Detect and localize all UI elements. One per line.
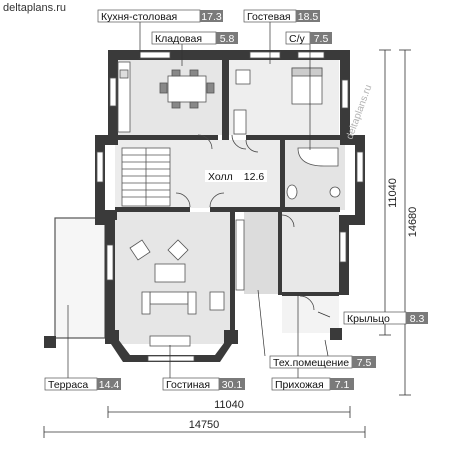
staircase (121, 147, 171, 207)
partition-guest-hall (246, 135, 340, 140)
armchair-right (167, 239, 189, 261)
room-area-hall: 12.6 (244, 171, 265, 183)
room-name-porch: Крыльцо (347, 313, 390, 325)
west-jog (95, 135, 118, 145)
partition-kitchen-guest (222, 60, 229, 140)
kitchen-counter (117, 61, 131, 133)
coffee-table (154, 263, 186, 283)
room-label-hall: Холл 12.6 (205, 170, 267, 183)
partition-kitchen-hall (118, 135, 218, 140)
room-area-pantry: 5.8 (220, 33, 235, 45)
terrace-floor (54, 217, 106, 339)
room-label-entrance: Прихожая 7.1 (271, 377, 354, 391)
bay-bench (149, 335, 191, 347)
tv-stand (209, 291, 225, 311)
room-area-terrace: 14.4 (99, 379, 120, 391)
guest-desk (235, 69, 251, 85)
room-name-wc: С/у (289, 33, 306, 45)
room-label-terrace: Терраса 14.4 (44, 377, 121, 391)
windows (96, 51, 364, 362)
room-area-tech: 7.5 (357, 357, 372, 369)
partition-entrance-porch (282, 292, 339, 296)
doors (175, 134, 315, 311)
dining-table (167, 75, 207, 103)
east-jog-2 (340, 215, 365, 225)
room-name-living: Гостиная (166, 379, 210, 391)
sofa-back (149, 291, 189, 305)
room-area-porch: 8.3 (410, 313, 425, 325)
partition-hall-living-a (115, 207, 190, 212)
room-name-hall: Холл (208, 171, 233, 183)
room-name-pantry: Кладовая (155, 33, 202, 45)
leader-lines (67, 22, 331, 378)
room-area-living: 30.1 (222, 379, 243, 391)
room-area-guest: 18.5 (298, 11, 319, 23)
room-label-porch: Крыльцо 8.3 (343, 311, 428, 325)
partition-living-tech (230, 212, 235, 342)
room-area-kitchen: 17.3 (201, 11, 222, 23)
north-wall (108, 50, 350, 60)
room-name-kitchen: Кухня-столовая (101, 11, 177, 23)
furniture (117, 61, 341, 347)
living-bay-wall (105, 335, 238, 362)
bathtub (297, 147, 339, 167)
column-right (224, 330, 238, 344)
room-name-terrace: Терраса (48, 379, 88, 391)
room-label-kitchen: Кухня-столовая 17.3 (97, 9, 223, 23)
room-label-tech: Тех.помещение 7.5 (269, 355, 376, 369)
dim-right-outer: 14680 (407, 207, 419, 238)
armchair-left (129, 239, 151, 261)
room-label-wc: С/у 7.5 (285, 31, 332, 45)
room-area-entrance: 7.1 (335, 379, 350, 391)
site-header: deltaplans.ru (3, 2, 66, 14)
porch-column (330, 328, 342, 340)
dim-right-inner: 11040 (387, 178, 399, 208)
tech-floor (244, 212, 280, 294)
column-left (105, 330, 119, 344)
sink (329, 186, 341, 198)
partition-hall-living-b (210, 207, 340, 212)
room-name-tech: Тех.помещение (273, 357, 349, 369)
room-label-living: Гостиная 30.1 (162, 377, 245, 391)
partition-tech-entrance (278, 212, 282, 295)
room-label-guest: Гостевая 18.5 (243, 9, 320, 23)
room-name-guest: Гостевая (247, 11, 291, 23)
dimension-lines (43, 49, 411, 438)
room-area-wc: 7.5 (314, 33, 329, 45)
room-label-pantry: Кладовая 5.8 (151, 31, 238, 45)
east-jog (340, 135, 365, 145)
room-name-entrance: Прихожая (275, 379, 324, 391)
terrace-column (44, 336, 56, 348)
entrance-floor (282, 212, 339, 292)
wardrobe (233, 109, 247, 135)
dim-bottom-inner: 11040 (214, 399, 244, 411)
hall-closet (235, 219, 245, 291)
partition-wc (280, 140, 285, 210)
toilet (286, 184, 298, 200)
dim-bottom-outer: 14750 (189, 419, 220, 431)
